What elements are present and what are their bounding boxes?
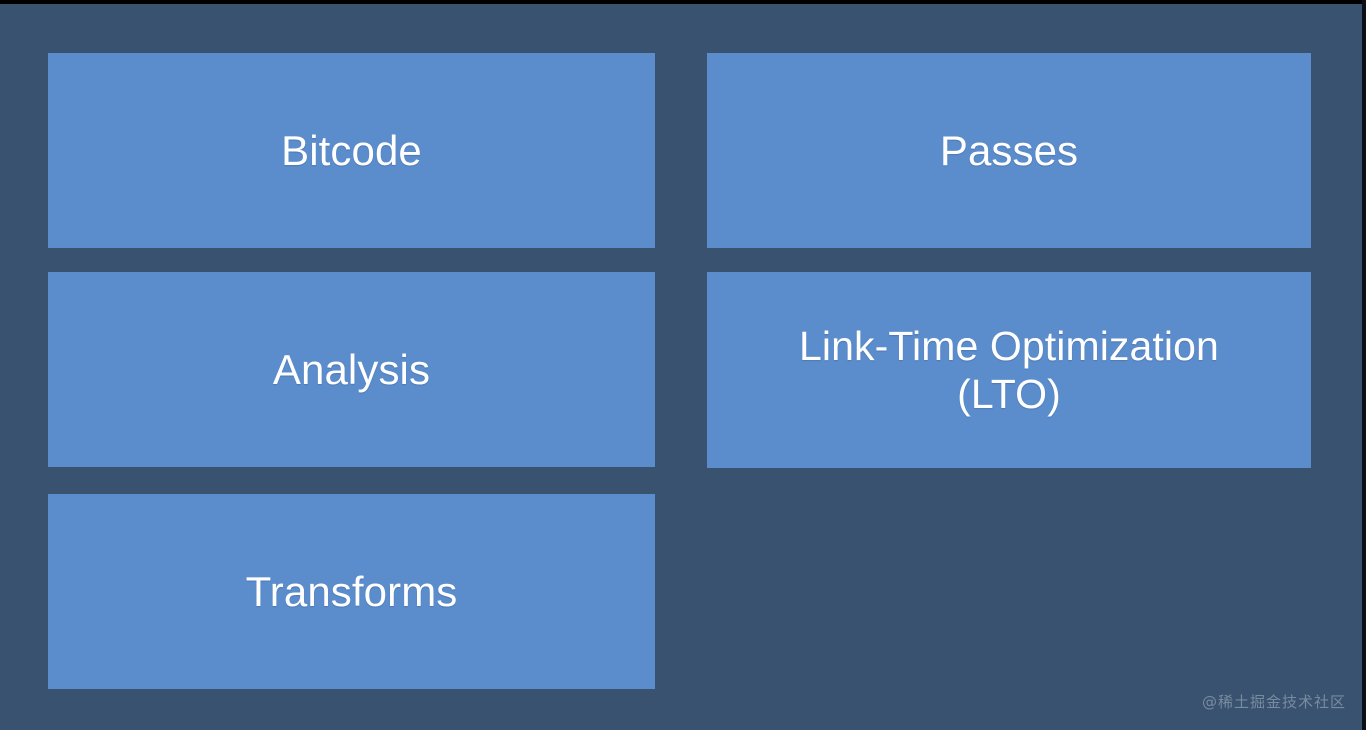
card-transforms-label: Transforms	[245, 567, 458, 615]
left-column: Bitcode Analysis Transforms	[48, 53, 655, 689]
card-passes[interactable]: Passes	[707, 53, 1311, 248]
slide-canvas: Bitcode Analysis Transforms Passes Link-…	[0, 4, 1362, 730]
watermark: @稀土掘金技术社区	[1201, 693, 1346, 711]
card-bitcode-label: Bitcode	[281, 126, 422, 174]
card-analysis-label: Analysis	[272, 345, 431, 393]
card-link-time-optimization[interactable]: Link-Time Optimization (LTO)	[707, 272, 1311, 468]
card-link-time-optimization-label: Link-Time Optimization (LTO)	[799, 322, 1219, 417]
card-transforms[interactable]: Transforms	[48, 494, 655, 689]
top-black-bar	[0, 0, 1366, 4]
right-black-edge	[1362, 0, 1366, 730]
card-bitcode[interactable]: Bitcode	[48, 53, 655, 248]
card-passes-label: Passes	[939, 126, 1079, 174]
card-analysis[interactable]: Analysis	[48, 272, 655, 467]
right-column: Passes Link-Time Optimization (LTO)	[707, 53, 1311, 468]
